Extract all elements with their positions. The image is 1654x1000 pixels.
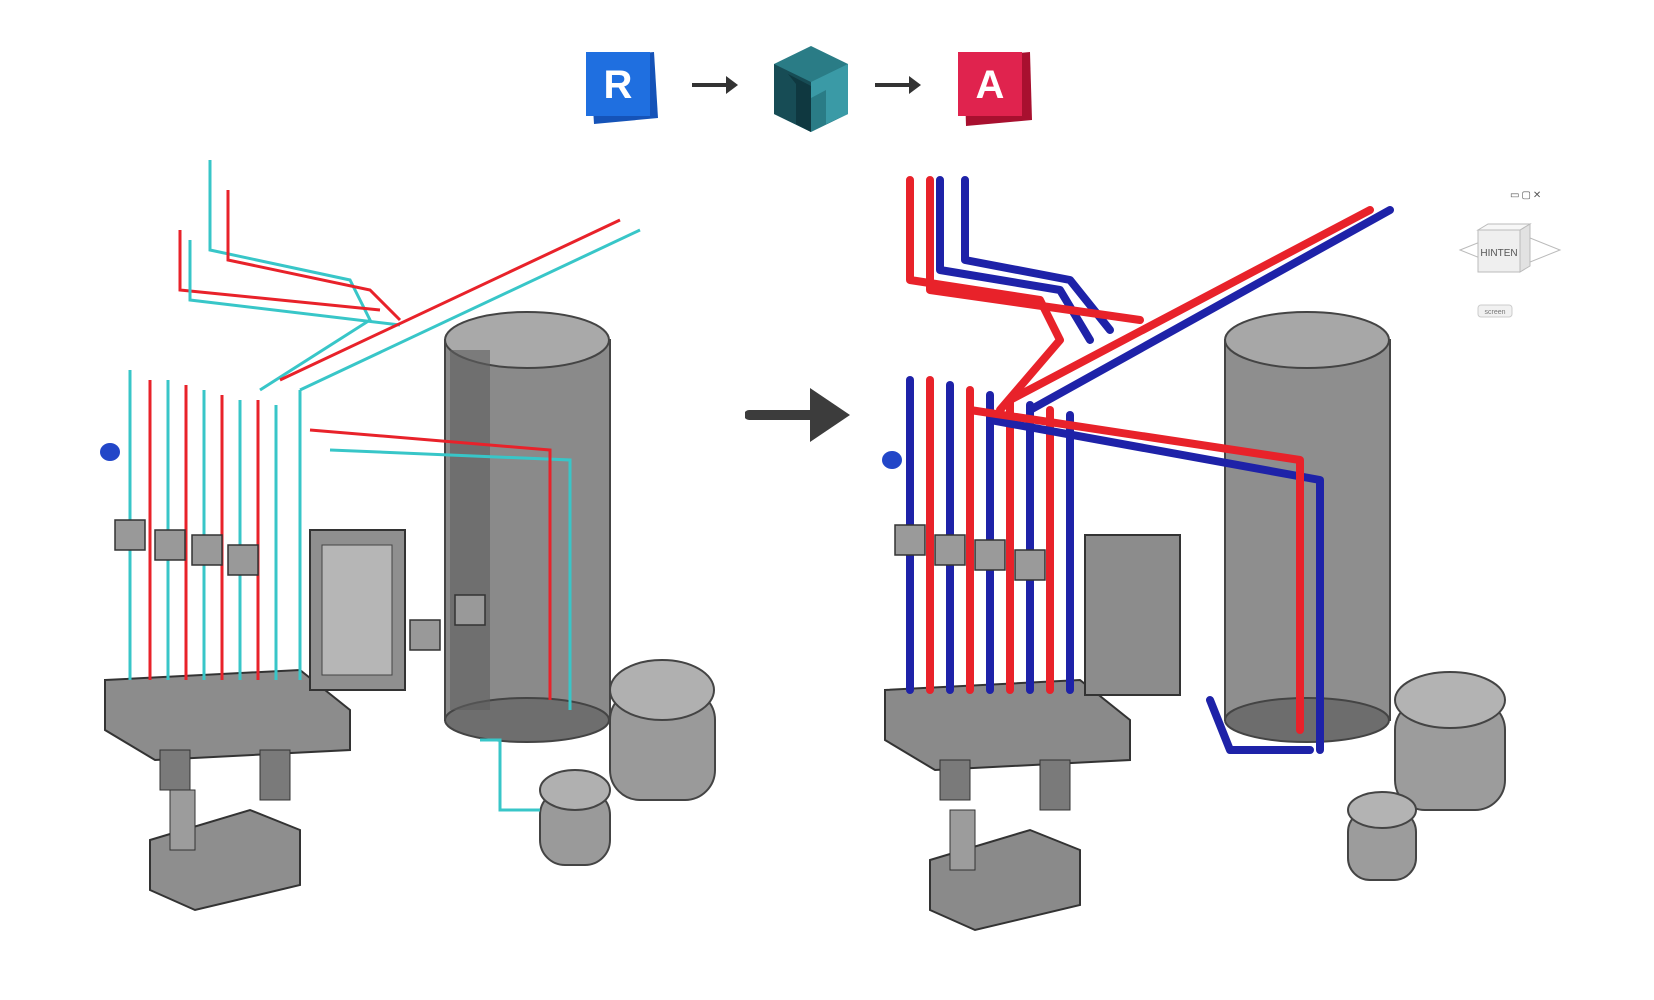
expansion-vessel-large [609,659,716,801]
close-icon[interactable]: ✕ [1532,190,1544,201]
expansion-vessel-small [539,769,611,866]
converter-logo-icon [774,46,848,132]
riser-pipes [128,370,302,680]
revit-logo-icon: R [586,52,658,124]
minimize-icon[interactable]: ▭ [1510,190,1522,201]
viewcube-face-label: HINTEN [1480,248,1517,259]
valve-boxes [894,524,1046,581]
flow-arrow-icon [875,76,921,94]
storage-tank [1224,311,1391,743]
window-controls: ▭▢✕ [1510,190,1543,201]
revit-model-view [100,160,716,912]
storage-tank [444,311,611,743]
viewcube-widget[interactable]: HINTEN screen [1450,190,1570,340]
expansion-vessel-large [1394,671,1506,811]
autocad-model-view [882,176,1506,932]
viewcube-face[interactable] [1477,229,1521,273]
manifold-beam [884,678,1131,811]
expansion-vessel-small [1347,791,1417,881]
screen-button[interactable] [1477,304,1513,318]
overhead-pipes [178,160,641,812]
hydraulic-separator [1084,534,1181,696]
motor-valve-icon [100,443,120,461]
revit-letter: R [604,63,633,107]
screen-button-label: screen [1484,309,1505,316]
separator-panel [321,544,393,676]
lifting-pump-unit [149,789,301,912]
restore-icon[interactable]: ▢ [1521,190,1533,201]
autocad-logo-icon: A [958,52,1032,126]
overhead-pipes [906,176,1394,754]
lifting-pump-unit [929,809,1081,932]
motor-valve-icon [882,451,902,469]
autocad-letter: A [976,63,1005,107]
transform-arrow-icon [745,388,850,442]
flow-arrow-icon [692,76,738,94]
valve-boxes [114,519,486,651]
